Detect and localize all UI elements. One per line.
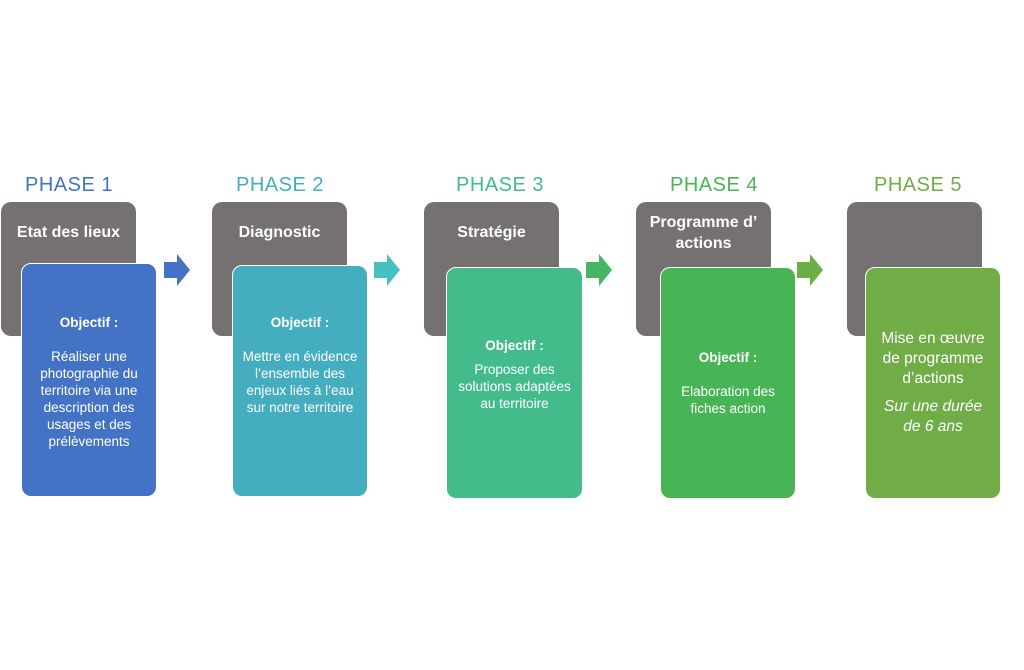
phase-4-objective-card: Objectif : Elaboration des fiches action (660, 267, 796, 499)
phase-4-objective-label: Objectif : (698, 350, 758, 365)
phase-5-title: PHASE 5 (874, 174, 962, 196)
phase-5-objective-card: Mise en œuvre de programme d’actions Sur… (865, 267, 1001, 499)
phase-2-title: PHASE 2 (236, 174, 324, 196)
phase-1-title: PHASE 1 (25, 174, 113, 196)
arrow-right-icon (374, 254, 400, 286)
phase-1-heading: Etat des lieux (16, 224, 121, 241)
phase-4-description: Elaboration des fiches action (681, 384, 775, 416)
phase-4-heading: Programme d’ actions (649, 214, 758, 252)
arrow-right-icon (797, 254, 823, 286)
phase-1-objective-card: Objectif : Réaliser une photographie du … (21, 263, 157, 497)
phase-2-objective-card: Objectif : Mettre en évidence l’ensemble… (232, 265, 368, 497)
phase-5-description: Mise en œuvre de programme d’actions (881, 330, 985, 387)
phase-3-description: Proposer des solutions adaptées au terri… (458, 362, 571, 411)
arrow-right-icon (586, 254, 612, 286)
phase-3-objective-label: Objectif : (485, 338, 544, 353)
phase-2-objective-label: Objectif : (270, 315, 330, 330)
arrow-right-icon (164, 254, 190, 286)
phase-1-description: Réaliser une photographie du territoire … (40, 349, 138, 449)
phase-1-objective-label: Objectif : (59, 315, 119, 330)
phase-3-objective-card: Objectif : Proposer des solutions adapté… (446, 267, 583, 499)
phase-5-duration: Sur une durée de 6 ans (883, 398, 983, 435)
phase-3-title: PHASE 3 (456, 174, 544, 196)
phase-2-description: Mettre en évidence l’ensemble des enjeux… (242, 349, 358, 415)
phase-2-heading: Diagnostic (238, 224, 321, 241)
phase-4-title: PHASE 4 (670, 174, 758, 196)
phase-3-heading: Stratégie (457, 224, 526, 241)
